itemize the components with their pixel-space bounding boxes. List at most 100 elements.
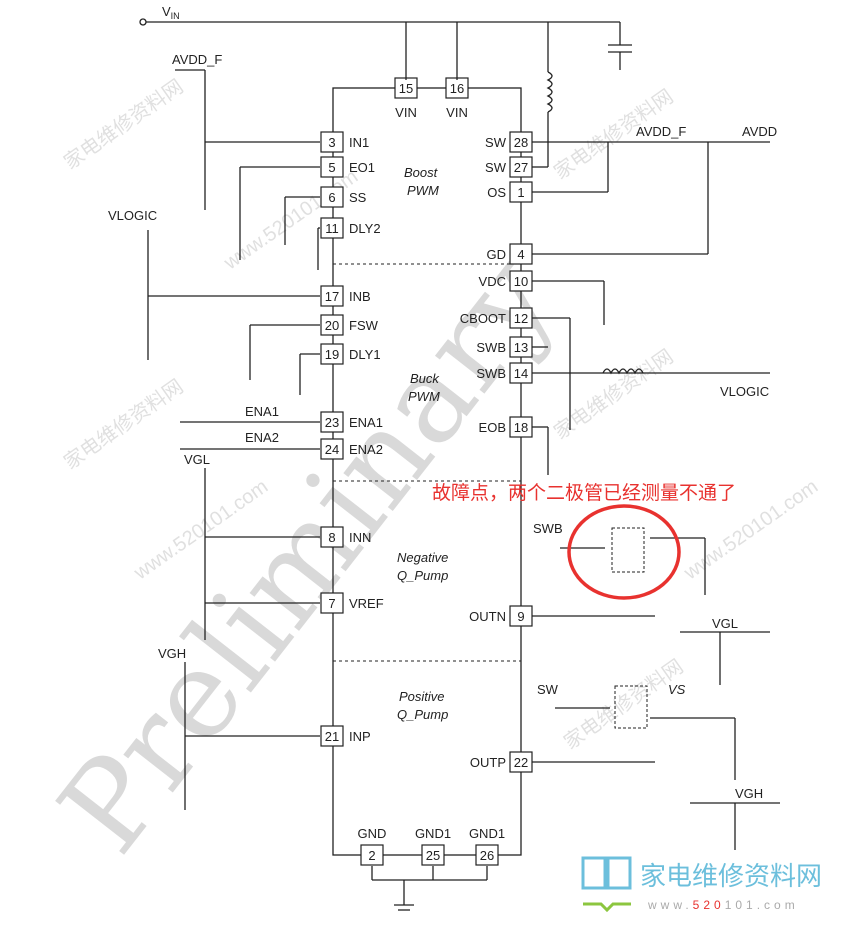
pin-number: 14 xyxy=(514,366,528,381)
pin-number: 16 xyxy=(450,81,464,96)
net-vgl: VGL xyxy=(712,616,738,631)
pin-name: DLY1 xyxy=(349,347,381,362)
pin-name: EOB xyxy=(479,420,506,435)
pin-number: 15 xyxy=(399,81,413,96)
pin-number: 13 xyxy=(514,340,528,355)
net-ena1: ENA1 xyxy=(245,404,279,419)
pin-left: 19 DLY1 xyxy=(320,343,381,365)
pin-left: 17 INB xyxy=(320,285,371,307)
fault-circle xyxy=(567,504,681,600)
svg-text:家电维修资料网: 家电维修资料网 xyxy=(640,861,822,891)
site-logo: 家电维修资料网 www.520101.com xyxy=(581,856,822,913)
pin-number: 2 xyxy=(368,848,375,863)
net-swb: SWB xyxy=(533,521,563,536)
pin-number: 22 xyxy=(514,755,528,770)
pin-name: OUTN xyxy=(469,609,506,624)
svg-text:家电维修资料网: 家电维修资料网 xyxy=(560,655,688,754)
pin-number: 8 xyxy=(328,530,335,545)
svg-text:Preliminary: Preliminary xyxy=(33,231,581,878)
pin-number: 10 xyxy=(514,274,528,289)
pin-number: 17 xyxy=(325,289,339,304)
pin-number: 7 xyxy=(328,596,335,611)
pin-left: 20 FSW xyxy=(320,314,379,336)
pin-number: 6 xyxy=(328,190,335,205)
pin-number: 26 xyxy=(480,848,494,863)
pin-name: GD xyxy=(487,247,507,262)
svg-text:家电维修资料网: 家电维修资料网 xyxy=(550,345,678,444)
section-label: Negative xyxy=(397,550,448,565)
pin-name: GND1 xyxy=(415,826,451,841)
net-vin: VIN xyxy=(162,4,180,21)
section-label: Buck xyxy=(410,371,440,386)
pin-name: GND1 xyxy=(469,826,505,841)
section-label: PWM xyxy=(407,183,439,198)
net-vgl: VGL xyxy=(184,452,210,467)
pin-name: INB xyxy=(349,289,371,304)
net-avdd-f: AVDD_F xyxy=(636,124,686,139)
pin-name: IN1 xyxy=(349,135,369,150)
pin-name: CBOOT xyxy=(460,311,506,326)
pin-number: 18 xyxy=(514,420,528,435)
pin-number: 5 xyxy=(328,160,335,175)
pin-number: 9 xyxy=(517,609,524,624)
net-vs: VS xyxy=(668,682,686,697)
pin-right: 1OS xyxy=(487,181,533,203)
net-avdd: AVDD xyxy=(742,124,777,139)
pin-name: VIN xyxy=(446,105,468,120)
pin-number: 19 xyxy=(325,347,339,362)
section-label: PWM xyxy=(408,389,440,404)
svg-text:家电维修资料网: 家电维修资料网 xyxy=(60,75,188,174)
section-label: Positive xyxy=(399,689,445,704)
pin-name: SW xyxy=(485,160,507,175)
svg-text:家电维修资料网: 家电维修资料网 xyxy=(60,375,188,474)
pin-name: VIN xyxy=(395,105,417,120)
pin-name: GND xyxy=(358,826,387,841)
pin-left: 6 SS xyxy=(320,186,367,208)
net-ena2: ENA2 xyxy=(245,430,279,445)
pin-name: INN xyxy=(349,530,371,545)
svg-text:www.520101.com: www.520101.com xyxy=(647,898,799,912)
pin-number: 28 xyxy=(514,135,528,150)
pin-number: 20 xyxy=(325,318,339,333)
pin-number: 1 xyxy=(517,185,524,200)
section-label: Q_Pump xyxy=(397,568,448,583)
pin-bottom: 26 GND1 xyxy=(469,826,505,866)
net-vgh: VGH xyxy=(735,786,763,801)
section-label: Q_Pump xyxy=(397,707,448,722)
pin-right: 18 EOB xyxy=(479,416,533,438)
pin-name: INP xyxy=(349,729,371,744)
pin-name: FSW xyxy=(349,318,379,333)
net-labels: VIN AVDD_F VLOGIC AVDD_F AVDD VLOGIC ENA… xyxy=(108,4,777,801)
pin-name: SWB xyxy=(476,340,506,355)
pin-name: SW xyxy=(485,135,507,150)
pin-right: 12 CBOOT xyxy=(460,307,533,329)
pin-right: 9 OUTN xyxy=(469,605,533,627)
pin-left: 8 INN xyxy=(320,526,371,548)
pin-name: SS xyxy=(349,190,367,205)
pin-right: 27 SW xyxy=(485,156,533,178)
pin-name: DLY2 xyxy=(349,221,381,236)
pin-number: 24 xyxy=(325,442,339,457)
net-avdd-f: AVDD_F xyxy=(172,52,222,67)
pin-number: 12 xyxy=(514,311,528,326)
pin-number: 11 xyxy=(325,221,339,236)
diode-pair xyxy=(611,527,645,573)
pin-name: SWB xyxy=(476,366,506,381)
net-vlogic: VLOGIC xyxy=(720,384,769,399)
pin-right: 14 SWB xyxy=(476,362,533,384)
pin-number: 27 xyxy=(514,160,528,175)
pin-bottom: 2 GND xyxy=(358,826,387,866)
pin-right: 13 SWB xyxy=(476,336,533,358)
